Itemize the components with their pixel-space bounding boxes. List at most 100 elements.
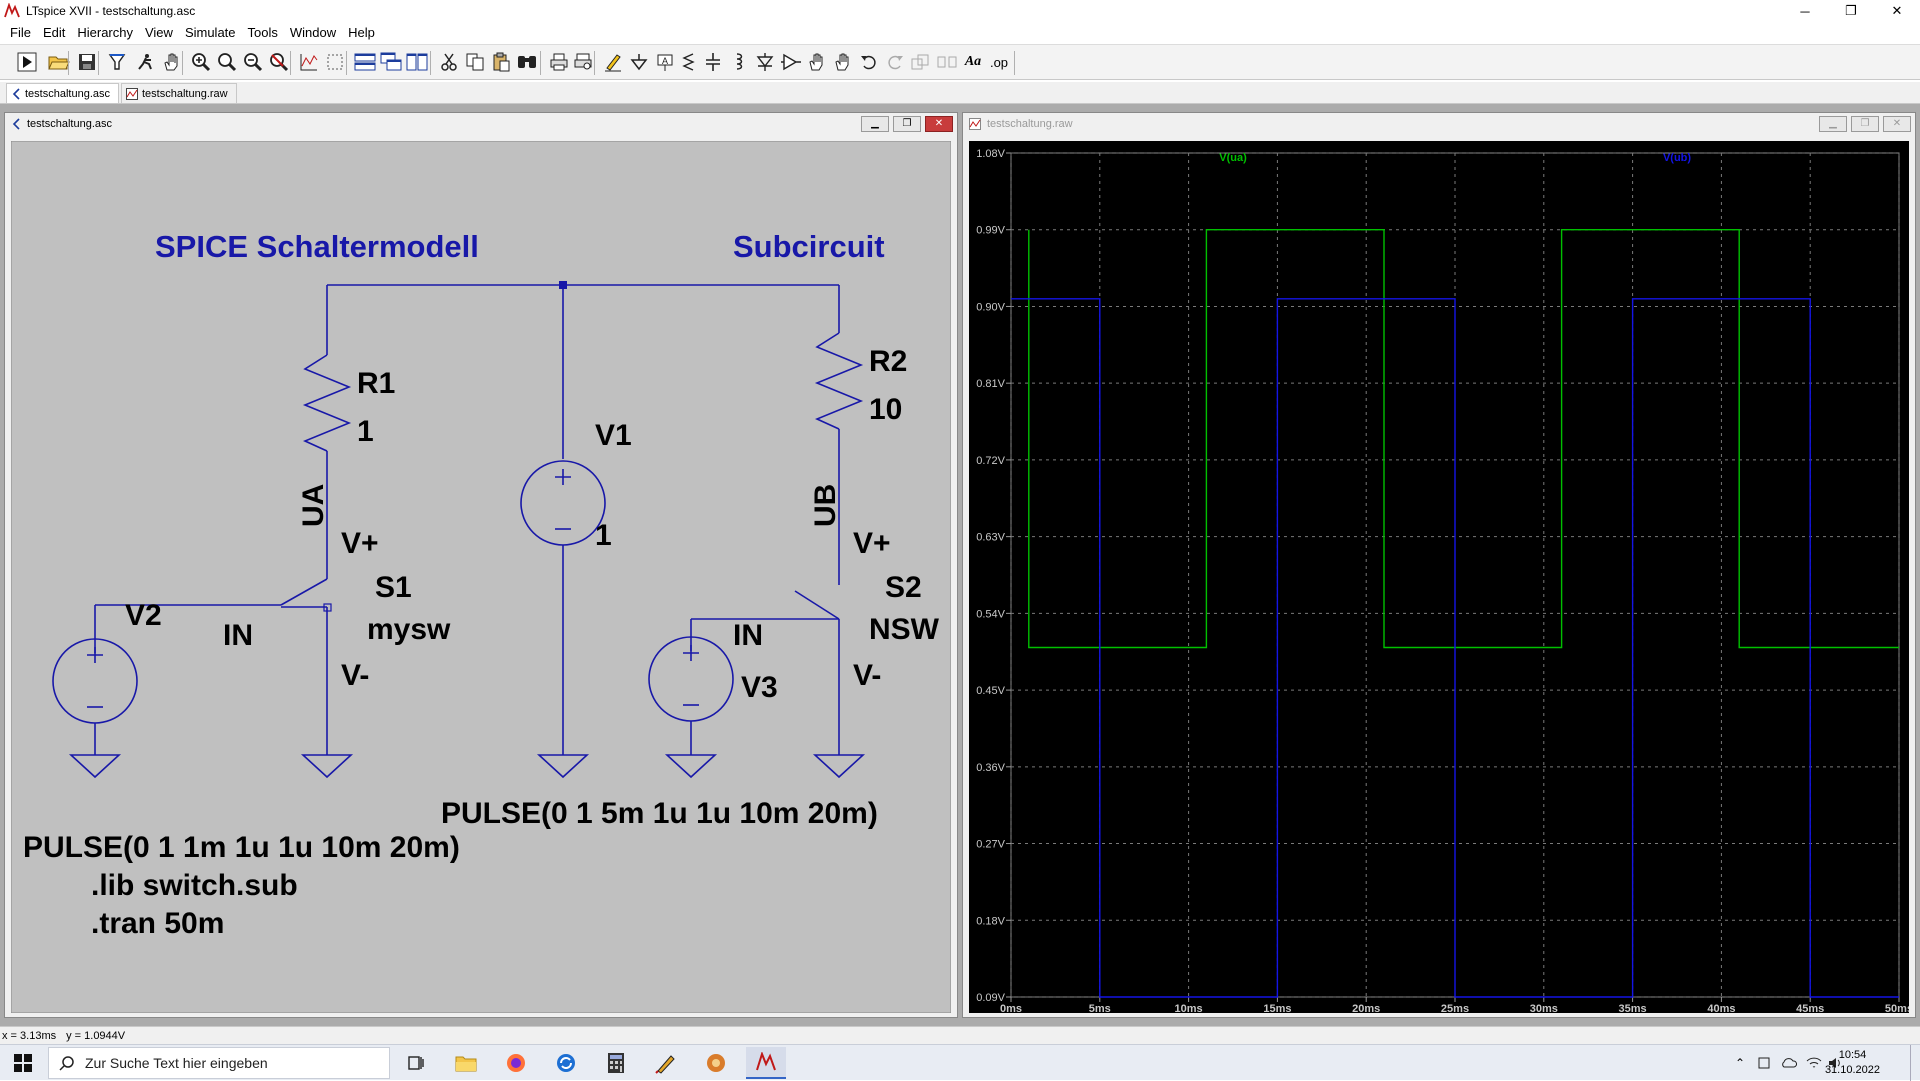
menu-hierarchy[interactable]: Hierarchy xyxy=(77,24,133,40)
schematic-restore-button[interactable]: ❐ xyxy=(893,116,921,132)
cut-icon[interactable] xyxy=(436,49,462,75)
menu-edit[interactable]: Edit xyxy=(42,24,66,40)
move-icon[interactable] xyxy=(804,49,830,75)
fox-app-icon[interactable] xyxy=(696,1047,736,1079)
minimize-button[interactable]: ─ xyxy=(1800,3,1810,19)
label-s1-model: mysw xyxy=(367,613,451,646)
menu-bar: File Edit Hierarchy View Simulate Tools … xyxy=(0,22,1920,42)
mirror-icon[interactable] xyxy=(934,49,960,75)
pan-icon[interactable] xyxy=(158,49,184,75)
schematic-canvas[interactable]: SPICE Schaltermodell Subcircuit R1 1 R2 … xyxy=(11,141,951,1013)
inductor-icon[interactable] xyxy=(726,49,752,75)
label-pulse-v3: PULSE(0 1 5m 1u 1u 10m 20m) xyxy=(441,797,878,830)
menu-tools[interactable]: Tools xyxy=(247,24,278,40)
waveform-minimize-button[interactable]: ▁ xyxy=(1819,116,1847,132)
menu-simulate[interactable]: Simulate xyxy=(184,24,236,40)
cascade-icon[interactable] xyxy=(378,49,404,75)
zoom-area-icon[interactable] xyxy=(214,49,240,75)
autorange-icon[interactable] xyxy=(296,49,322,75)
label-r1-value: 1 xyxy=(357,415,374,448)
label-r1: R1 xyxy=(357,367,395,400)
undo-icon[interactable] xyxy=(856,49,882,75)
x-tick-label: 10ms xyxy=(1175,1003,1203,1013)
y-tick-label: 0.54V xyxy=(976,608,1005,620)
tile-horizontal-icon[interactable] xyxy=(352,49,378,75)
waveform-close-button[interactable]: ✕ xyxy=(1883,116,1911,132)
waveform-restore-button[interactable]: ❐ xyxy=(1851,116,1879,132)
tray-device-icon[interactable] xyxy=(1754,1045,1774,1081)
start-button[interactable] xyxy=(0,1045,46,1081)
label-in-2: IN xyxy=(733,619,763,652)
search-placeholder: Zur Suche Text hier eingeben xyxy=(85,1055,268,1071)
menu-file[interactable]: File xyxy=(10,24,31,40)
copy-icon[interactable] xyxy=(462,49,488,75)
close-button[interactable]: ✕ xyxy=(1891,3,1903,18)
schematic-minimize-button[interactable]: ▁ xyxy=(861,116,889,132)
sync-app-icon[interactable] xyxy=(546,1047,586,1079)
paste-icon[interactable] xyxy=(488,49,514,75)
calculator-icon[interactable] xyxy=(596,1047,636,1079)
component-icon[interactable] xyxy=(778,49,804,75)
tray-volume-icon[interactable] xyxy=(1826,1045,1846,1081)
tray-chevron-icon[interactable]: ⌃ xyxy=(1734,1056,1746,1070)
y-tick-label: 0.90V xyxy=(976,301,1005,313)
menu-view[interactable]: View xyxy=(144,24,173,40)
zoom-in-icon[interactable] xyxy=(188,49,214,75)
status-y-readout: y = 1.0944V xyxy=(66,1029,126,1042)
zoom-out-icon[interactable] xyxy=(240,49,266,75)
save-icon[interactable] xyxy=(74,49,100,75)
resistor-icon[interactable] xyxy=(676,49,702,75)
control-panel-icon[interactable] xyxy=(104,49,130,75)
draw-wire-icon[interactable] xyxy=(600,49,626,75)
label-net-icon[interactable]: A xyxy=(652,49,678,75)
taskbar-clock[interactable]: 10:54 31.10.2022 xyxy=(1825,1048,1880,1078)
file-explorer-icon[interactable] xyxy=(446,1047,486,1079)
run-icon[interactable] xyxy=(14,49,40,75)
capacitor-icon[interactable] xyxy=(700,49,726,75)
text-icon[interactable]: Aa xyxy=(960,49,986,75)
x-tick-label: 5ms xyxy=(1089,1003,1111,1013)
windows-icon xyxy=(14,1054,32,1072)
redo-icon[interactable] xyxy=(882,49,908,75)
mdi-area: testschaltung.asc ▁ ❐ ✕ xyxy=(0,104,1920,1026)
taskbar-search-box[interactable]: Zur Suche Text hier eingeben xyxy=(48,1047,390,1079)
tab-waveform[interactable]: testschaltung.raw xyxy=(121,83,237,103)
print-icon[interactable] xyxy=(546,49,572,75)
menu-window[interactable]: Window xyxy=(289,24,337,40)
rotate-icon[interactable] xyxy=(908,49,934,75)
spice-directive-icon[interactable]: .op xyxy=(986,49,1012,75)
label-s2-model: NSW xyxy=(869,613,940,646)
ground-icon[interactable] xyxy=(626,49,652,75)
firefox-icon[interactable] xyxy=(496,1047,536,1079)
print-preview-icon[interactable] xyxy=(570,49,596,75)
waveform-plot[interactable]: 1.08V0.99V0.90V0.81V0.72V0.63V0.54V0.45V… xyxy=(969,141,1909,1013)
label-r2-value: 10 xyxy=(869,393,902,426)
tab-schematic-label: testschaltung.asc xyxy=(25,87,110,100)
tab-schematic[interactable]: testschaltung.asc xyxy=(6,83,119,103)
switch-s1-contact xyxy=(323,603,332,612)
halt-icon[interactable] xyxy=(132,49,158,75)
menu-help[interactable]: Help xyxy=(348,24,375,40)
diode-icon[interactable] xyxy=(752,49,778,75)
ground-v1 xyxy=(536,754,590,779)
mark-unused-icon[interactable] xyxy=(322,49,348,75)
tray-wifi-icon[interactable] xyxy=(1804,1045,1824,1081)
ltspice-taskbar-icon[interactable] xyxy=(746,1047,786,1079)
label-tran: .tran 50m xyxy=(91,907,224,940)
pen-app-icon[interactable] xyxy=(646,1047,686,1079)
find-icon[interactable] xyxy=(514,49,540,75)
ground-v2 xyxy=(68,754,122,779)
trace-vub xyxy=(1011,298,1899,998)
schematic-close-button[interactable]: ✕ xyxy=(925,116,953,132)
zoom-cancel-icon[interactable] xyxy=(266,49,292,75)
show-desktop-button[interactable] xyxy=(1910,1045,1920,1081)
open-icon[interactable] xyxy=(46,49,72,75)
clock-time: 10:54 xyxy=(1838,1049,1867,1061)
tray-cloud-icon[interactable] xyxy=(1778,1045,1800,1081)
drag-icon[interactable] xyxy=(830,49,856,75)
restore-button[interactable]: ❐ xyxy=(1845,3,1857,18)
task-view-icon[interactable] xyxy=(396,1047,436,1079)
y-tick-labels: 1.08V0.99V0.90V0.81V0.72V0.63V0.54V0.45V… xyxy=(976,148,1005,1004)
tile-vertical-icon[interactable] xyxy=(404,49,430,75)
